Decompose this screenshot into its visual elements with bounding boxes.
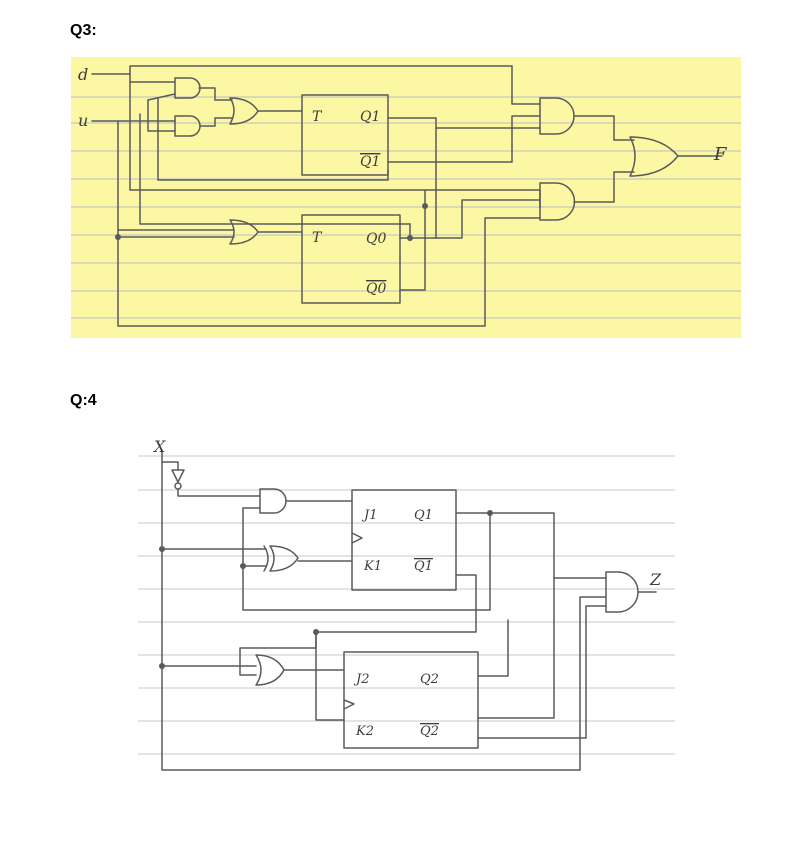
q4-or-gate-j2 [255, 654, 285, 686]
q3-ruled-lines [71, 96, 741, 319]
q3-d-down [129, 81, 426, 191]
q4-ff2-qbar: Q2 [420, 724, 439, 739]
q4-ff1-k: K1 [363, 559, 382, 574]
q3-label-d: d [78, 65, 88, 84]
q3-ff1-q: Q1 [360, 109, 380, 125]
q4-q2bar-out [477, 605, 607, 739]
q3-or-gate-1 [229, 97, 259, 125]
q3-u-bottom [117, 217, 541, 327]
q3-and-gate-1 [174, 77, 201, 99]
q4-label-z: Z [649, 570, 662, 589]
q3-and-gate-3 [539, 97, 575, 135]
q4-inverter [171, 469, 185, 483]
q4-ff2-q: Q2 [420, 672, 439, 687]
q4-ff1-q: Q1 [414, 508, 433, 523]
q4-xor-extra [263, 545, 269, 572]
q4-title: Q:4 [70, 392, 97, 409]
q3-label-u: u [78, 111, 88, 130]
q4-ff1-qbar: Q1 [414, 559, 433, 574]
q3-ff0-q: Q0 [366, 231, 386, 247]
q4-dot-3 [487, 510, 493, 516]
q4-label-x: X [152, 437, 166, 456]
q4-dot-2 [240, 563, 246, 569]
q3-q1-wire [387, 117, 541, 129]
q3-ff1-qbar: Q1 [360, 154, 380, 170]
q3-and-gate-4 [539, 182, 576, 221]
q4-dot-1 [159, 546, 165, 552]
q3-and-lines [147, 99, 176, 132]
q4-ff2-clock [343, 699, 355, 710]
q4-dot-4 [313, 629, 319, 635]
q4-ff2-k: K2 [355, 724, 374, 739]
q4-q1-loop [242, 507, 491, 611]
q3-and-gate-2 [174, 115, 201, 137]
q4-ff2-j: J2 [353, 672, 369, 687]
q3-q0-feedback [139, 113, 411, 225]
q3-q1bar-wire [387, 115, 541, 163]
q4-ff1 [351, 489, 457, 591]
q4-q1-out [455, 512, 555, 719]
q4-and-gate-j1 [259, 488, 287, 514]
q3-and-out [198, 87, 233, 127]
q4-x-to-inv [161, 461, 179, 471]
q3-ff1 [301, 94, 389, 176]
q3-ff1-t: T [312, 109, 323, 125]
q3-d-wire [91, 65, 541, 105]
q4-ruled-lines [138, 455, 675, 755]
q4-inv-out [177, 488, 261, 497]
q4-inverter-bubble [174, 482, 182, 490]
q4-q2-out [477, 619, 509, 677]
q3-dot-1 [115, 234, 121, 240]
q3-q0-wire [399, 199, 541, 239]
q4-dot-5 [159, 663, 165, 669]
q4-ff1-j: J1 [361, 508, 377, 523]
q4-and-gate-z [605, 571, 639, 613]
q3-and4-out [573, 171, 635, 203]
q4-ff1-clock [351, 532, 363, 544]
q3-label-f: F [713, 144, 728, 165]
q3-ff0 [301, 214, 401, 304]
q3-and3-out [573, 115, 635, 141]
q3-ff0-t: T [312, 230, 323, 246]
q3-or-gate-2 [229, 219, 259, 245]
q3-title: Q3: [70, 22, 97, 39]
q4-k2-loop [315, 631, 345, 721]
q3-ff0-qbar: Q0 [366, 281, 386, 297]
q4-xor-gate-k1 [269, 545, 299, 572]
q3-dot-2 [422, 203, 428, 209]
q3-dot-3 [407, 235, 413, 241]
q3-and1b [147, 93, 176, 101]
q3-or-gate-out [629, 136, 679, 177]
